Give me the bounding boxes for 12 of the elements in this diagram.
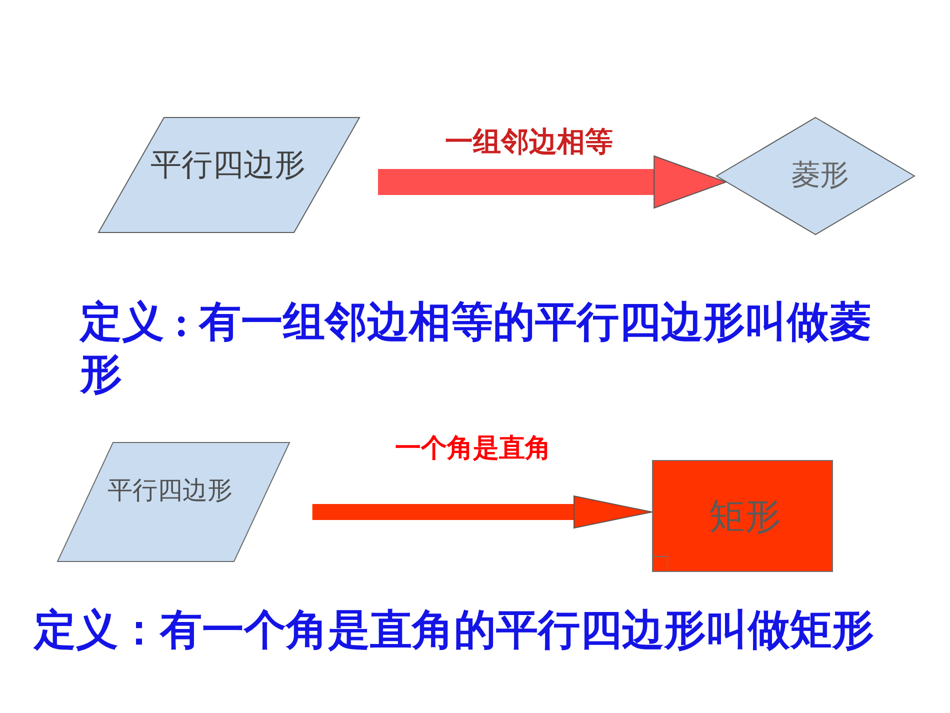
rectangle-shape [652, 460, 833, 572]
node-label: 平行四边形 [150, 147, 306, 183]
node-label: 菱形 [791, 159, 849, 193]
definition-text: 定义 : 有一组邻边相等的平行四边形叫做菱形 [80, 298, 872, 400]
parallelogram-shape [57, 442, 290, 562]
node-label: 平行四边形 [108, 478, 232, 506]
definition-text: 定义：有一个角是直角的平行四边形叫做矩形 [34, 606, 875, 656]
block-arrow [312, 496, 652, 528]
block-arrow [378, 156, 727, 208]
parallelogram-shape [98, 117, 360, 233]
diamond-shape [716, 117, 915, 235]
node-label: 矩形 [709, 496, 781, 538]
